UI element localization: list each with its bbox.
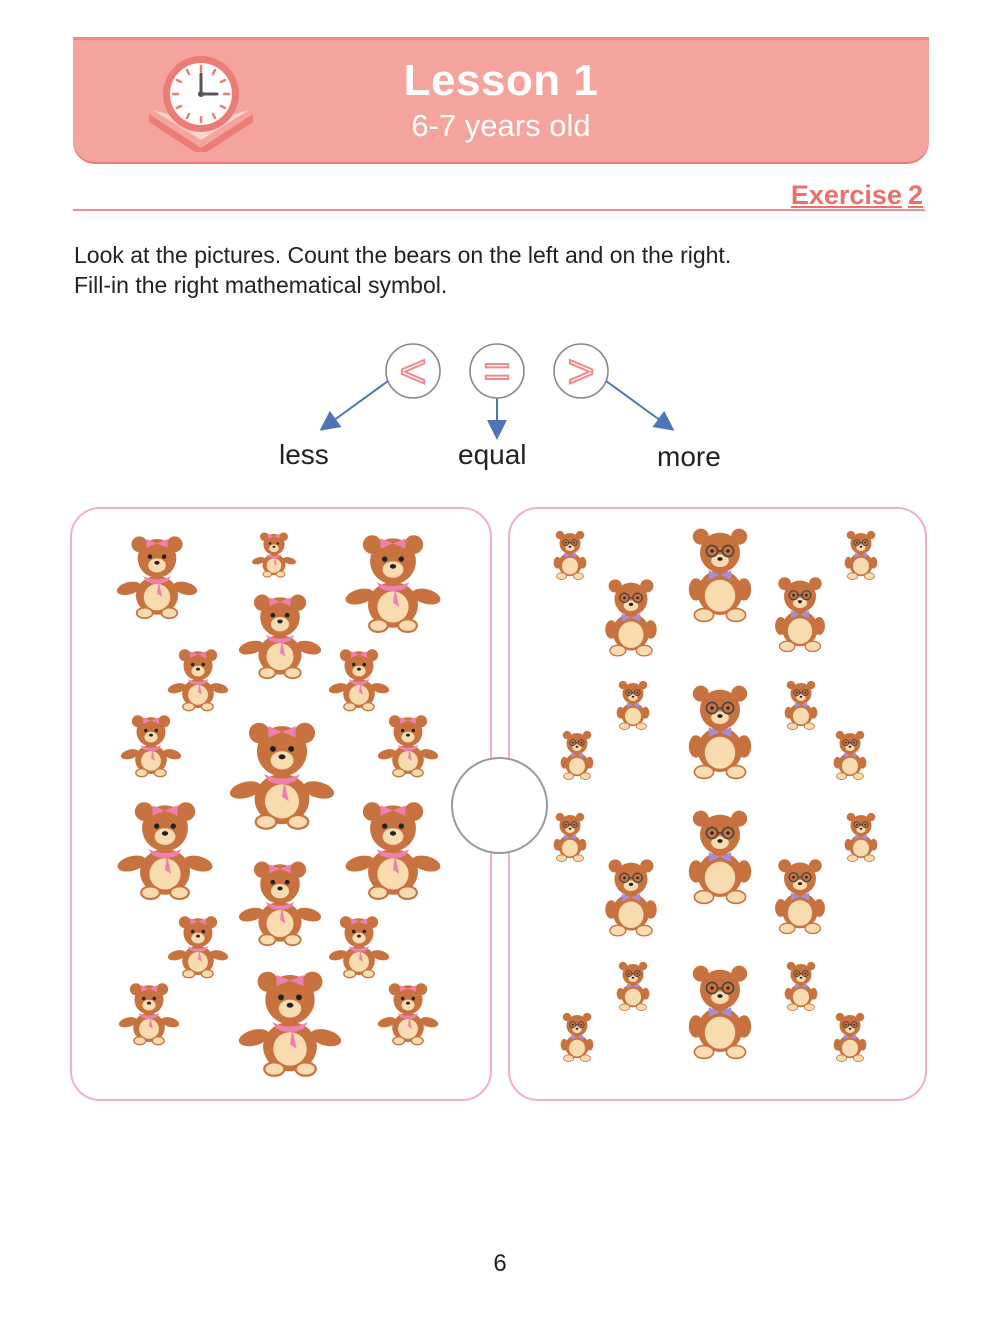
pink-bow-bear: [235, 857, 325, 952]
glasses-bear: [598, 858, 664, 942]
instruction-line-1: Look at the pictures. Count the bears on…: [74, 242, 732, 268]
lesson-banner: Lesson 1 6-7 years old: [73, 37, 929, 162]
pink-bow-bear: [235, 590, 325, 685]
glasses-bear: [768, 576, 832, 658]
exercise-label: Exercise: [790, 180, 902, 210]
glasses-bear: [840, 812, 882, 867]
instruction-line-2: Fill-in the right mathematical symbol.: [74, 272, 448, 298]
glasses-bear: [829, 730, 871, 785]
header-divider: [73, 209, 925, 211]
pink-bow-bear: [118, 712, 184, 783]
more-arrow: [605, 380, 675, 431]
glasses-bear: [549, 530, 591, 585]
glasses-bear: [840, 530, 882, 585]
pink-bow-bear: [250, 530, 298, 583]
less-symbol: <: [400, 345, 427, 397]
pink-bow-bear: [113, 797, 217, 906]
pink-bow-bear: [165, 646, 231, 717]
more-symbol-circle: [553, 343, 609, 399]
answer-circle[interactable]: [451, 757, 548, 854]
glasses-bear: [780, 961, 822, 1016]
pink-bow-bear: [165, 913, 231, 984]
glasses-bear: [680, 809, 760, 910]
symbol-legend-graphic: < = >: [319, 343, 675, 440]
pink-bow-bear: [326, 646, 392, 717]
glasses-bear: [680, 527, 760, 628]
glasses-bear: [829, 1012, 871, 1067]
pink-bow-bear: [113, 532, 201, 625]
age-subtitle: 6-7 years old: [411, 108, 591, 143]
less-label: less: [279, 439, 329, 470]
clock-book-icon: [149, 56, 253, 152]
equal-label: equal: [458, 439, 527, 470]
equal-symbol: =: [484, 345, 511, 397]
pink-bow-bear: [225, 717, 339, 836]
exercise-number: 2: [907, 180, 923, 210]
glasses-bear: [612, 680, 654, 735]
glasses-bear: [768, 858, 832, 940]
symbol-legend: < = > less equal more: [0, 330, 1000, 490]
lesson-title: Lesson 1: [403, 56, 599, 105]
glasses-bear: [680, 684, 760, 785]
pink-bow-bear: [341, 797, 445, 906]
pink-bow-bear: [375, 712, 441, 783]
glasses-bear: [556, 730, 598, 785]
glasses-bear: [598, 578, 664, 662]
pink-bow-bear: [326, 913, 392, 984]
more-label: more: [657, 441, 721, 472]
glasses-bear: [612, 961, 654, 1016]
pink-bow-bear: [234, 966, 346, 1083]
pink-bow-bear: [341, 530, 445, 639]
less-symbol-circle: [385, 343, 441, 399]
instructions: Look at the pictures. Count the bears on…: [74, 240, 731, 300]
page-number: 6: [493, 1250, 507, 1277]
pink-bow-bear: [375, 980, 441, 1051]
glasses-bear: [780, 680, 822, 735]
pink-bow-bear: [116, 980, 182, 1051]
less-arrow: [319, 380, 389, 431]
glasses-bear: [556, 1012, 598, 1067]
glasses-bear: [680, 964, 760, 1065]
more-symbol: >: [568, 345, 595, 397]
glasses-bear: [549, 812, 591, 867]
